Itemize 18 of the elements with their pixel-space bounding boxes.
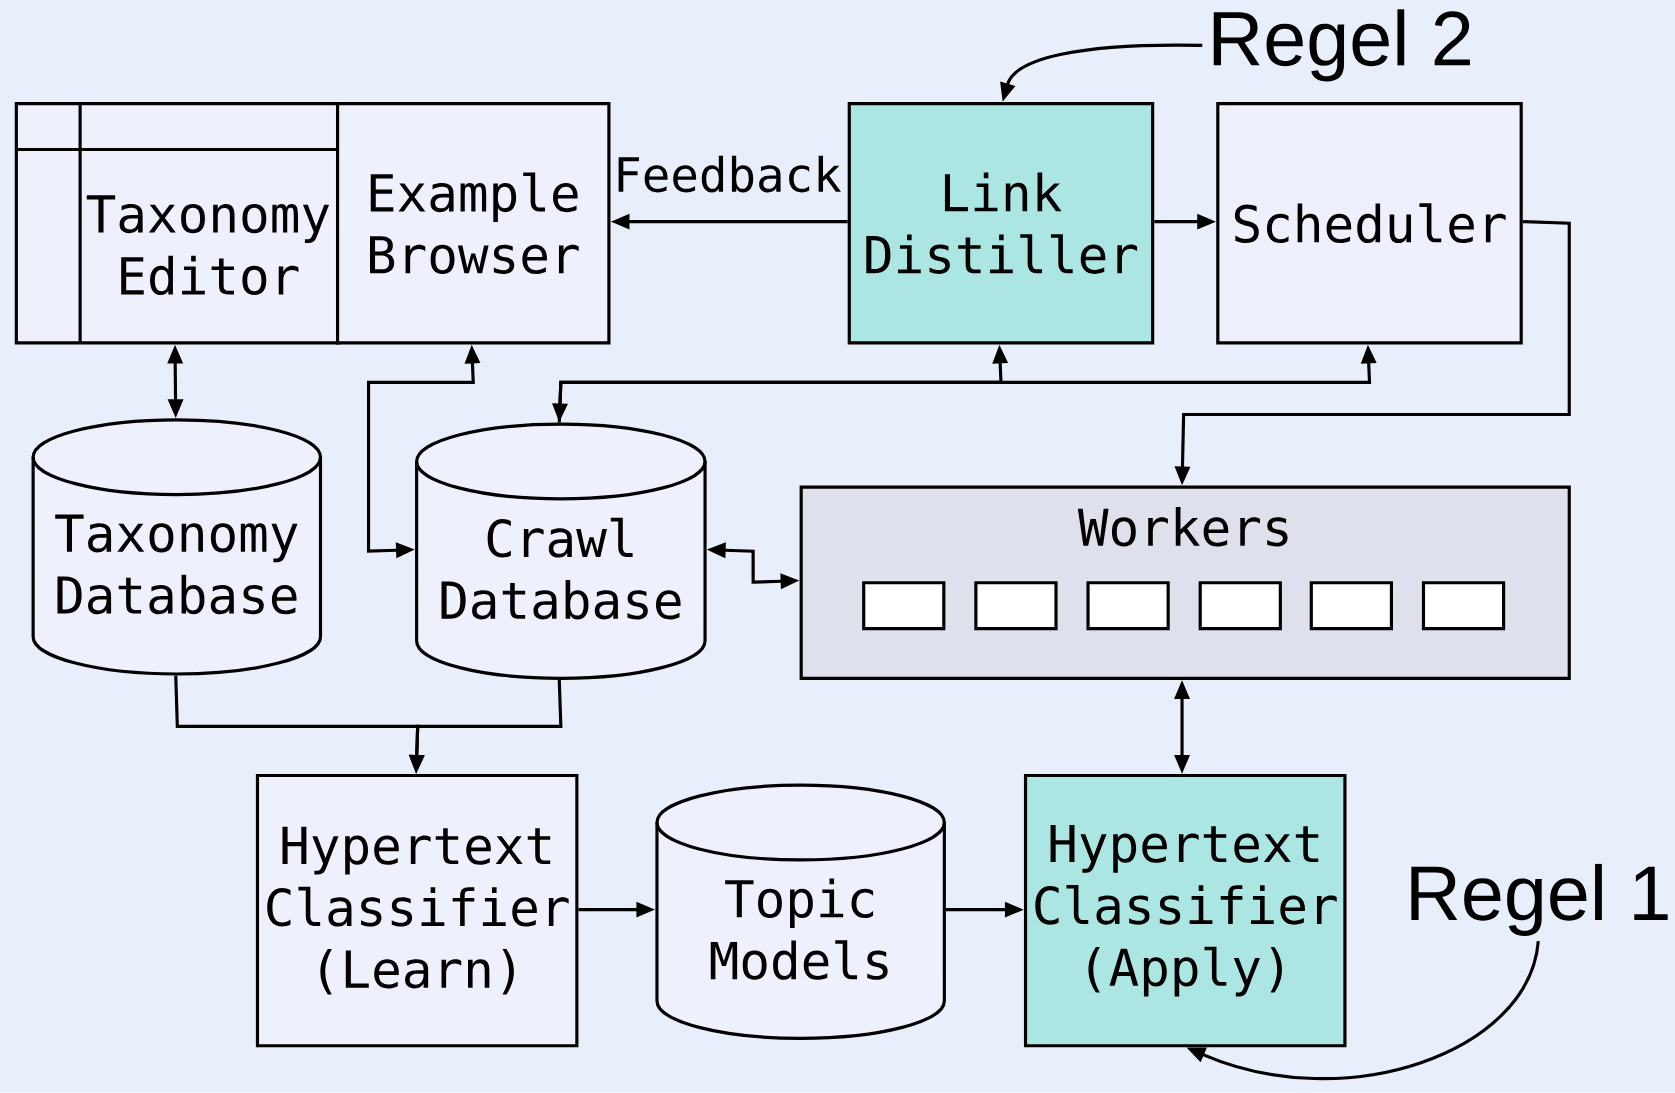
process-box: Scheduler — [1216, 102, 1523, 345]
edge-label: Feedback — [611, 154, 844, 195]
worker-slot — [1421, 581, 1506, 631]
worker-slot — [1086, 581, 1170, 631]
editor-window-box: Taxonomy Editor — [14, 102, 340, 345]
database-cylinder: Taxonomy Database — [31, 418, 323, 676]
process-box: Link Distiller — [847, 102, 1155, 345]
process-box: Hypertext Classifier (Learn) — [255, 774, 579, 1048]
process-box: Hypertext Classifier (Apply) — [1023, 774, 1347, 1048]
rule-label: Regel 2 — [1213, 9, 1470, 82]
worker-slot — [1198, 581, 1282, 631]
worker-slot — [862, 581, 946, 631]
worker-slot — [1309, 581, 1393, 631]
process-box: Example Browser — [336, 102, 611, 345]
rule-label: Regel 1 — [1411, 864, 1668, 937]
worker-slot — [974, 581, 1058, 631]
database-cylinder: Crawl Database — [415, 422, 707, 680]
database-cylinder: Topic Models — [655, 783, 946, 1040]
